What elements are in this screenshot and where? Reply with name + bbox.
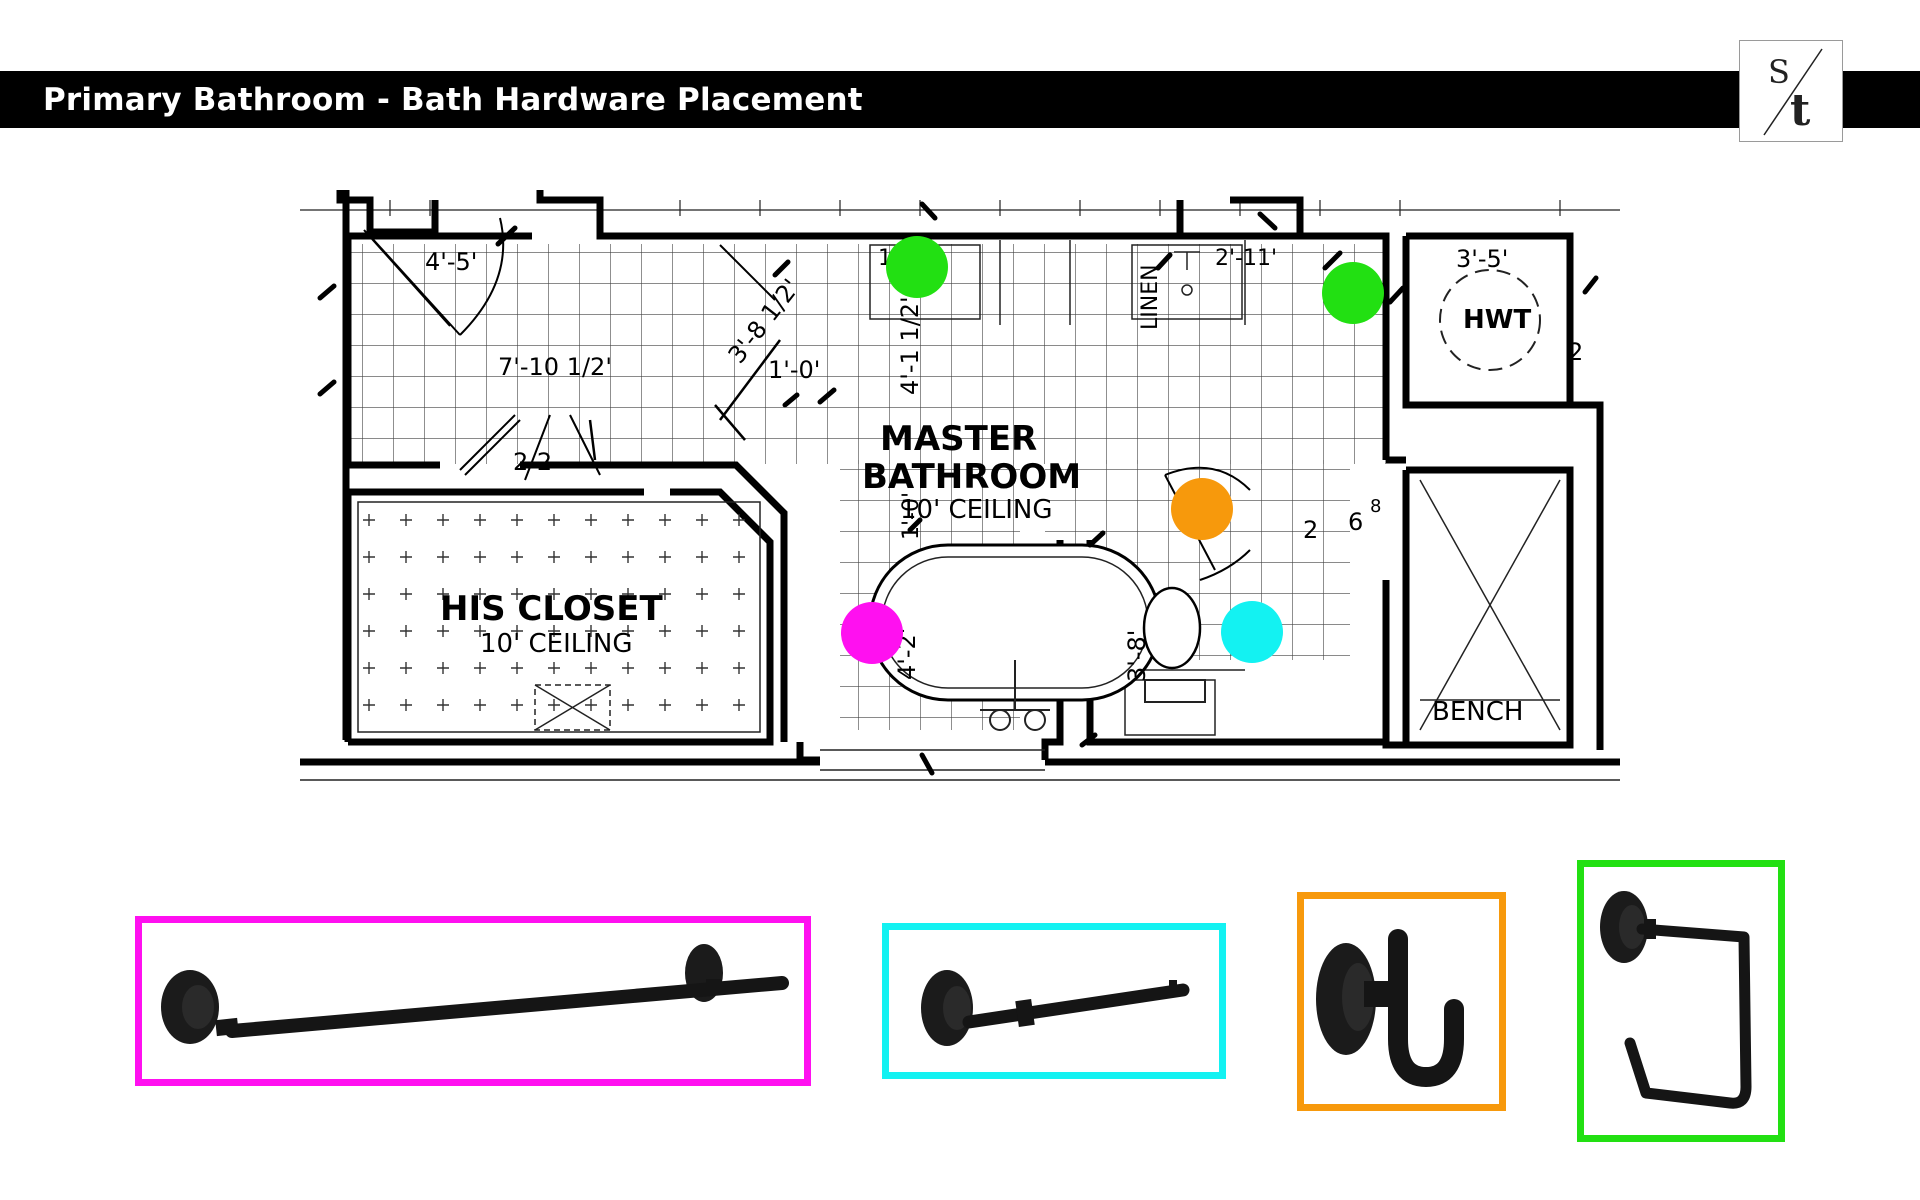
linen-label: LINEN [1138,264,1163,330]
dim-door-6: 6 [1348,508,1363,536]
brand-logo: S t [1739,40,1843,142]
marker-towel-bar [841,602,903,664]
fixture-towel-bar [135,916,811,1086]
room-label-closet: HIS CLOSET [440,589,663,629]
fixture-towel-ring [1577,860,1785,1142]
title-bar [0,71,1920,128]
dim-7-10: 7'-10 1/2' [498,353,612,381]
marker-towel-ring-1 [886,236,948,298]
towel-ring-image [1600,891,1752,1109]
room-label-bathroom: BATHROOM [862,457,1081,497]
dim-2-hwt: 2 [1568,338,1583,366]
dim-4-1-half: 4'-1 1/2' [896,296,924,395]
toilet-paper-holder-image [921,970,1190,1046]
room-ceiling-master: 10' CEILING [900,495,1053,525]
room-ceiling-closet: 10' CEILING [480,629,633,659]
logo-letter-s: S [1768,53,1790,91]
marker-toilet-paper-holder [1221,601,1283,663]
page-title: Primary Bathroom - Bath Hardware Placeme… [43,82,863,118]
dim-1-0-top: 1'-0' [768,356,820,384]
dim-2-2: 2-2 [513,448,552,476]
dim-door-8: 8 [1370,496,1381,517]
dim-2-11: 2'-11' [1215,246,1277,271]
logo-letter-t: t [1790,85,1811,136]
robe-hook-image [1316,929,1464,1088]
marker-towel-ring-2 [1322,262,1384,324]
room-label-master: MASTER [880,419,1037,459]
bench-label: BENCH [1432,697,1523,727]
towel-bar-image [161,944,789,1044]
room-label-hwt: HWT [1463,305,1531,335]
dim-1-0-side: 1'-0' [899,492,924,540]
fixture-robe-hook [1297,892,1506,1111]
fixture-toilet-paper-holder [882,923,1226,1079]
marker-robe-hook [1171,478,1233,540]
dim-3-8: 3'-8' [1123,630,1151,682]
floor-plan: MASTER BATHROOM 10' CEILING HIS CLOSET 1… [300,190,1620,781]
dim-4-5: 4'-5' [425,248,477,276]
dim-3-5: 3'-5' [1456,245,1508,273]
dim-door-2: 2 [1303,516,1318,544]
